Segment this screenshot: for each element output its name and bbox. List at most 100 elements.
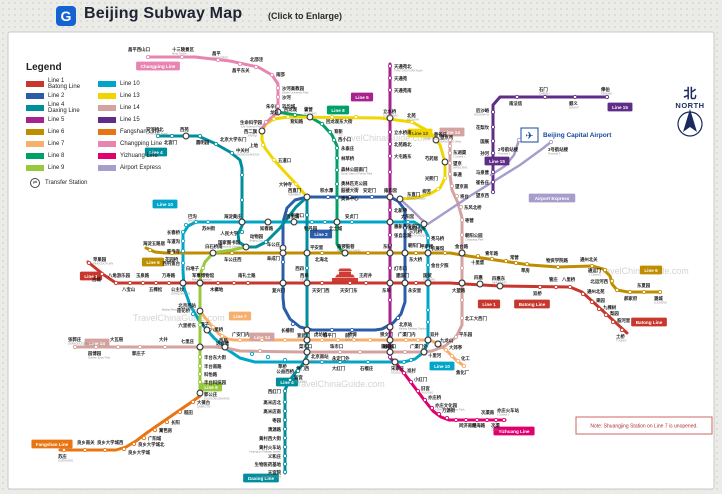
station-dot[interactable] <box>357 349 363 355</box>
station-dot[interactable] <box>271 157 277 163</box>
station-dot[interactable] <box>387 141 393 147</box>
station-dot[interactable] <box>245 280 251 286</box>
station-dot[interactable] <box>319 359 325 365</box>
transfer-station-dot[interactable] <box>303 193 311 201</box>
station-dot[interactable] <box>140 280 146 286</box>
transfer-station-dot[interactable] <box>303 348 311 356</box>
station-dot[interactable] <box>282 435 288 441</box>
station-dot[interactable] <box>237 61 243 67</box>
station-dot[interactable] <box>282 337 288 343</box>
station-dot[interactable] <box>610 319 616 325</box>
station-dot[interactable] <box>215 57 221 63</box>
station-dot[interactable] <box>567 284 573 290</box>
station-dot[interactable] <box>413 250 419 256</box>
transfer-station-dot[interactable] <box>196 343 204 351</box>
station-dot[interactable] <box>514 94 520 100</box>
station-dot[interactable] <box>295 368 301 374</box>
station-dot[interactable] <box>177 409 183 415</box>
station-dot[interactable] <box>275 85 281 91</box>
station-dot[interactable] <box>657 289 663 295</box>
station-dot[interactable] <box>162 344 168 350</box>
transfer-station-dot[interactable] <box>386 279 394 287</box>
station-dot[interactable] <box>363 280 369 286</box>
station-dot[interactable] <box>304 343 310 349</box>
station-dot[interactable] <box>537 284 543 290</box>
station-dot[interactable] <box>463 417 469 423</box>
station-dot[interactable] <box>282 388 288 394</box>
station-dot[interactable] <box>461 363 467 369</box>
station-dot[interactable] <box>555 264 561 270</box>
transfer-station-dot[interactable] <box>386 249 394 257</box>
station-dot[interactable] <box>387 354 393 360</box>
station-dot[interactable] <box>179 54 185 60</box>
station-dot[interactable] <box>347 194 353 200</box>
station-dot[interactable] <box>82 447 88 453</box>
transfer-station-dot[interactable] <box>303 336 311 344</box>
station-dot[interactable] <box>155 133 161 139</box>
station-dot[interactable] <box>282 469 288 475</box>
station-dot[interactable] <box>387 87 393 93</box>
station-dot[interactable] <box>641 289 647 295</box>
transfer-station-dot[interactable] <box>386 193 394 201</box>
station-dot[interactable] <box>102 447 108 453</box>
station-dot[interactable] <box>596 306 602 312</box>
transfer-station-dot[interactable] <box>424 279 432 287</box>
station-dot[interactable] <box>229 250 235 256</box>
station-dot[interactable] <box>327 129 333 135</box>
station-dot[interactable] <box>490 124 496 130</box>
transfer-station-dot[interactable] <box>386 218 394 226</box>
station-dot[interactable] <box>408 357 414 363</box>
transfer-station-dot[interactable] <box>274 108 282 116</box>
station-dot[interactable] <box>589 299 595 305</box>
station-dot[interactable] <box>197 322 203 328</box>
transfer-station-dot[interactable] <box>333 218 341 226</box>
transfer-station-dot[interactable] <box>386 323 394 331</box>
station-dot[interactable] <box>282 426 288 432</box>
station-dot[interactable] <box>395 315 401 321</box>
transfer-station-dot[interactable] <box>306 113 314 121</box>
station-dot[interactable] <box>231 280 237 286</box>
station-dot[interactable] <box>137 344 143 350</box>
station-dot[interactable] <box>275 103 281 109</box>
transfer-station-dot[interactable] <box>401 279 409 287</box>
transfer-station-dot[interactable] <box>432 136 440 144</box>
station-dot[interactable] <box>115 344 121 350</box>
transfer-station-dot[interactable] <box>424 249 432 257</box>
station-dot[interactable] <box>349 327 355 333</box>
station-dot[interactable] <box>429 405 435 411</box>
transfer-station-dot[interactable] <box>279 279 287 287</box>
station-dot[interactable] <box>337 349 343 355</box>
station-dot[interactable] <box>503 258 509 264</box>
transfer-station-dot[interactable] <box>303 326 311 334</box>
station-dot[interactable] <box>387 169 393 175</box>
transfer-station-dot[interactable] <box>420 220 428 228</box>
station-dot[interactable] <box>215 280 221 286</box>
station-dot[interactable] <box>229 150 235 156</box>
station-dot[interactable] <box>367 337 373 343</box>
station-dot[interactable] <box>271 116 277 122</box>
station-dot[interactable] <box>334 145 340 151</box>
station-dot[interactable] <box>257 348 263 354</box>
station-dot[interactable] <box>490 179 496 185</box>
page-subtitle[interactable]: (Click to Enlarge) <box>268 11 343 21</box>
transfer-station-dot[interactable] <box>203 326 211 334</box>
station-dot[interactable] <box>263 119 269 125</box>
station-dot[interactable] <box>293 181 299 187</box>
station-dot[interactable] <box>542 94 548 100</box>
station-dot[interactable] <box>282 357 288 363</box>
transfer-station-dot[interactable] <box>458 249 466 257</box>
transfer-station-dot[interactable] <box>341 249 349 257</box>
station-dot[interactable] <box>402 349 408 355</box>
transfer-station-dot[interactable] <box>196 389 204 397</box>
transfer-station-dot[interactable] <box>386 348 394 356</box>
station-dot[interactable] <box>282 417 288 423</box>
station-dot[interactable] <box>415 337 421 343</box>
station-dot[interactable] <box>164 419 170 425</box>
transfer-station-dot[interactable] <box>196 307 204 315</box>
station-dot[interactable] <box>447 160 453 166</box>
transfer-station-dot[interactable] <box>496 282 504 290</box>
station-dot[interactable] <box>249 351 255 357</box>
station-dot[interactable] <box>335 337 341 343</box>
station-dot[interactable] <box>334 181 340 187</box>
station-dot[interactable] <box>572 94 578 100</box>
